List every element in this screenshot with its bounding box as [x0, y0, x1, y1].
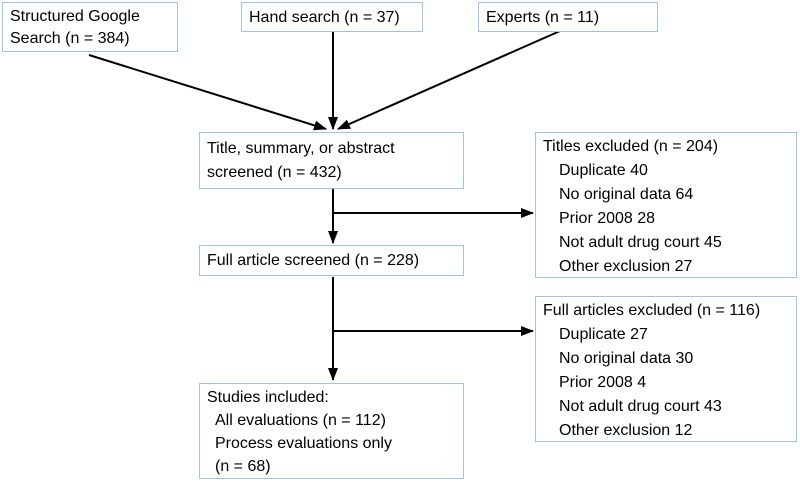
box-structured-google-search: Structured Google Search (n = 384)	[2, 2, 178, 52]
box-full-articles-excluded: Full articles excluded (n = 116) Duplica…	[535, 296, 797, 442]
titles-excluded-item: Not adult drug court 45	[559, 234, 722, 251]
full-articles-excluded-item: Duplicate 27	[559, 326, 648, 343]
full-articles-excluded-title: Full articles excluded (n = 116)	[543, 302, 761, 319]
box-structured-google-search-label: Structured Google Search (n = 384)	[10, 8, 140, 47]
titles-excluded-item: Duplicate 40	[559, 162, 648, 179]
full-articles-excluded-item: No original data 30	[559, 350, 694, 367]
box-studies-included: Studies included: All evaluations (n = 1…	[199, 383, 464, 479]
titles-excluded-title: Titles excluded (n = 204)	[543, 138, 719, 155]
box-hand-search-label: Hand search (n = 37)	[249, 9, 400, 26]
full-articles-excluded-item: Not adult drug court 43	[559, 398, 722, 415]
studies-included-item: (n = 68)	[215, 458, 271, 475]
box-title-abstract-screened: Title, summary, or abstract screened (n …	[199, 132, 464, 189]
titles-excluded-item: Prior 2008 28	[559, 210, 656, 227]
studies-included-item: Process evaluations only	[215, 435, 392, 452]
studies-included-title: Studies included:	[207, 389, 329, 406]
titles-excluded-item: Other exclusion 27	[559, 258, 693, 275]
box-title-abstract-screened-label: Title, summary, or abstract screened (n …	[207, 140, 395, 181]
arrow-experts-to-screening	[337, 30, 561, 130]
box-full-article-screened-label: Full article screened (n = 228)	[207, 252, 420, 269]
box-experts: Experts (n = 11)	[478, 2, 658, 32]
full-articles-excluded-item: Prior 2008 4	[559, 374, 647, 391]
box-full-article-screened: Full article screened (n = 228)	[199, 245, 464, 276]
arrow-google-to-screening	[88, 54, 327, 131]
studies-included-item: All evaluations (n = 112)	[215, 412, 386, 429]
full-articles-excluded-item: Other exclusion 12	[559, 422, 693, 439]
titles-excluded-item: No original data 64	[559, 186, 694, 203]
box-experts-label: Experts (n = 11)	[486, 9, 600, 26]
box-titles-excluded: Titles excluded (n = 204) Duplicate 40 N…	[535, 132, 797, 278]
box-hand-search: Hand search (n = 37)	[241, 2, 423, 32]
